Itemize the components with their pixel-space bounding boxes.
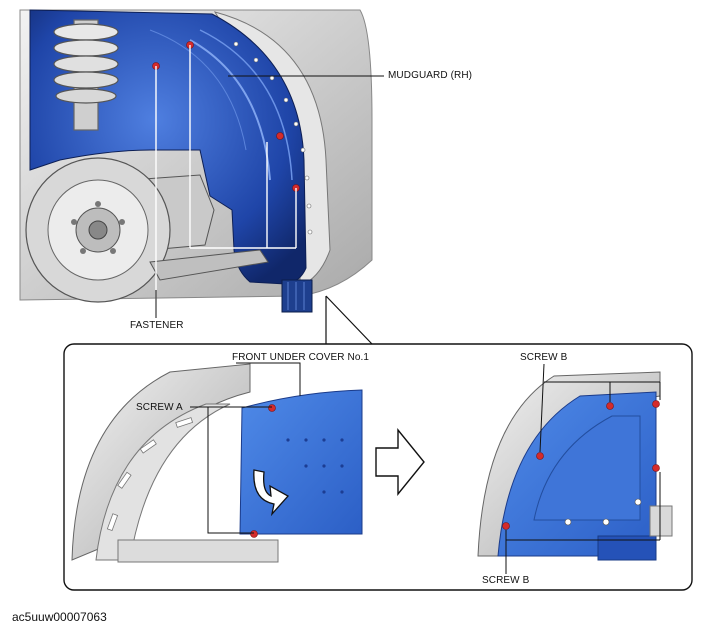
- lower-rail-left: [117, 539, 279, 563]
- screw-b-top-label: SCREW B: [520, 352, 568, 363]
- screw-b-dots: [502, 400, 660, 530]
- screw-a-label: SCREW A: [136, 402, 183, 413]
- screw-b-dot: [606, 402, 614, 410]
- screw-a-dot: [250, 530, 258, 538]
- front-under-cover-label: FRONT UNDER COVER No.1: [232, 352, 370, 363]
- screw-b-dot: [536, 452, 544, 460]
- curved-arrow-icon: [253, 469, 290, 517]
- screw-b-dot: [502, 522, 510, 530]
- mudguard-label: MUDGUARD (RH): [388, 70, 473, 81]
- right-arrow-outline-icon: [375, 428, 425, 496]
- figure-id: ac5uuw00007063: [12, 610, 107, 624]
- liner-inner-panel: [533, 415, 641, 521]
- detail-after: [477, 363, 673, 574]
- bracket-right: [649, 505, 673, 537]
- fastener-leaders: [155, 45, 297, 316]
- fastener-label: FASTENER: [130, 320, 184, 331]
- fastener-dot: [276, 132, 284, 140]
- detail-before: [71, 362, 363, 563]
- screw-b-bottom-label: SCREW B: [482, 575, 530, 586]
- arch-band-left: [95, 403, 231, 561]
- front-under-cover: [239, 389, 363, 535]
- screw-b-dot: [652, 400, 660, 408]
- brake-disc: [25, 157, 171, 303]
- screw-a-dot: [268, 404, 276, 412]
- coil-spring: [53, 19, 119, 131]
- mudguard-lower-tab: [281, 279, 313, 313]
- liner-rib-2: [199, 29, 293, 181]
- arch-slots-left: [106, 417, 194, 532]
- detail-callout-lines: [325, 295, 373, 345]
- liner-rib-3: [149, 29, 247, 151]
- cover-holes: [286, 438, 344, 494]
- screw-b-dot: [652, 464, 660, 472]
- arch-holes: [233, 41, 313, 235]
- wheel-well-illustration: [19, 9, 384, 318]
- liner-holes-right: [564, 498, 642, 526]
